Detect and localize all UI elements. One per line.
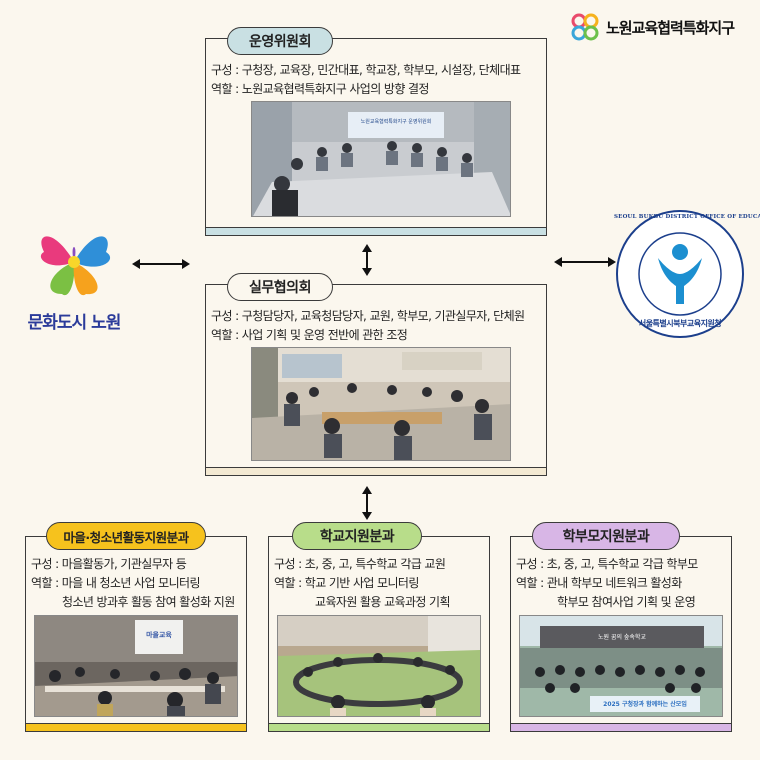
seal-ring-text: SEOUL BUKBU DISTRICT OFFICE OF EDUCATION	[614, 214, 760, 220]
steering-meeting-photo: 노원교육협력특화지구 운영위원회	[251, 101, 511, 217]
school-role-1: 역할 : 학교 기반 사업 모니터링	[274, 576, 419, 590]
education-office-seal: SEOUL BUKBU DISTRICT OFFICE OF EDUCATION…	[614, 208, 760, 340]
parent-role-2: 학부모 참여사업 기획 및 운영	[557, 595, 696, 609]
steering-committee-title: 운영위원회	[227, 27, 333, 55]
village-accent-bar	[26, 723, 246, 731]
parent-building-sign: 노원 꿈의 숲속학교	[598, 634, 646, 641]
working-role: 역할 : 사업 기획 및 운영 전반에 관한 조정	[211, 328, 408, 342]
steering-working-arrow	[362, 244, 372, 276]
school-role-2: 교육자원 활용 교육과정 기획	[315, 595, 451, 609]
brand-header: 노원교육협력특화지구	[570, 10, 750, 44]
parent-role-1: 역할 : 관내 학부모 네트워크 활성화	[516, 576, 682, 590]
working-council-title: 실무협의회	[227, 273, 333, 301]
education-office-seal-icon	[616, 210, 744, 338]
steering-composition: 구성 : 구청장, 교육장, 민간대표, 학교장, 학부모, 시설장, 단체대표	[211, 63, 521, 77]
school-composition: 구성 : 초, 중, 고, 특수학교 각급 교원	[274, 557, 446, 571]
school-activity-photo	[277, 615, 481, 717]
village-role-2: 청소년 방과후 활동 참여 활성화 지원	[62, 595, 235, 609]
nowon-logo-text: 문화도시 노원	[27, 313, 122, 333]
village-activity-photo: 마을교육	[34, 615, 238, 717]
parent-composition: 구성 : 초, 중, 고, 특수학교 각급 학부모	[516, 557, 698, 571]
school-subcommittee-box: 구성 : 초, 중, 고, 특수학교 각급 교원 역할 : 학교 기반 사업 모…	[268, 536, 490, 732]
steering-committee-box: 구성 : 구청장, 교육장, 민간대표, 학교장, 학부모, 시설장, 단체대표…	[205, 38, 547, 236]
working-meeting-photo	[251, 347, 511, 461]
parent-accent-bar	[511, 723, 731, 731]
steering-photo-banner: 노원교육협력특화지구 운영위원회	[360, 119, 432, 125]
working-subcommittee-arrow	[362, 486, 372, 520]
village-youth-subcommittee-box: 구성 : 마을활동가, 기관실무자 등 역할 : 마을 내 청소년 사업 모니터…	[25, 536, 247, 732]
school-subcommittee-title: 학교지원분과	[292, 522, 422, 550]
parent-photo-banner: 2025 구청장과 함께하는 산모임	[603, 701, 687, 708]
parent-activity-photo: 노원 꿈의 숲속학교 2025 구청장과 함께하는 산모임	[519, 615, 723, 717]
seal-korean-text: 서울특별시북부교육지원청	[638, 319, 722, 328]
nowon-flower-logo-icon	[40, 236, 111, 296]
working-council-box: 구성 : 구청담당자, 교육청담당자, 교원, 학부모, 기관실무자, 단체원 …	[205, 284, 547, 476]
parent-subcommittee-box: 구성 : 초, 중, 고, 특수학교 각급 학부모 역할 : 관내 학부모 네트…	[510, 536, 732, 732]
brand-logo-icon	[571, 13, 599, 41]
nowon-culture-logo: 문화도시 노원	[14, 222, 134, 333]
brand-title: 노원교육협력특화지구	[606, 18, 735, 37]
village-youth-subcommittee-title: 마을·청소년활동지원분과	[46, 522, 206, 550]
working-composition: 구성 : 구청담당자, 교육청담당자, 교원, 학부모, 기관실무자, 단체원	[211, 309, 525, 323]
left-logo-arrow	[132, 259, 190, 269]
village-role-1: 역할 : 마을 내 청소년 사업 모니터링	[31, 576, 201, 590]
working-accent-bar	[206, 467, 546, 475]
village-composition: 구성 : 마을활동가, 기관실무자 등	[31, 557, 187, 571]
steering-accent-bar	[206, 227, 546, 235]
steering-role: 역할 : 노원교육협력특화지구 사업의 방향 결정	[211, 82, 429, 96]
school-accent-bar	[269, 723, 489, 731]
parent-subcommittee-title: 학부모지원분과	[532, 522, 680, 550]
village-screen-text: 마을교육	[146, 631, 172, 639]
right-seal-arrow	[554, 257, 616, 267]
